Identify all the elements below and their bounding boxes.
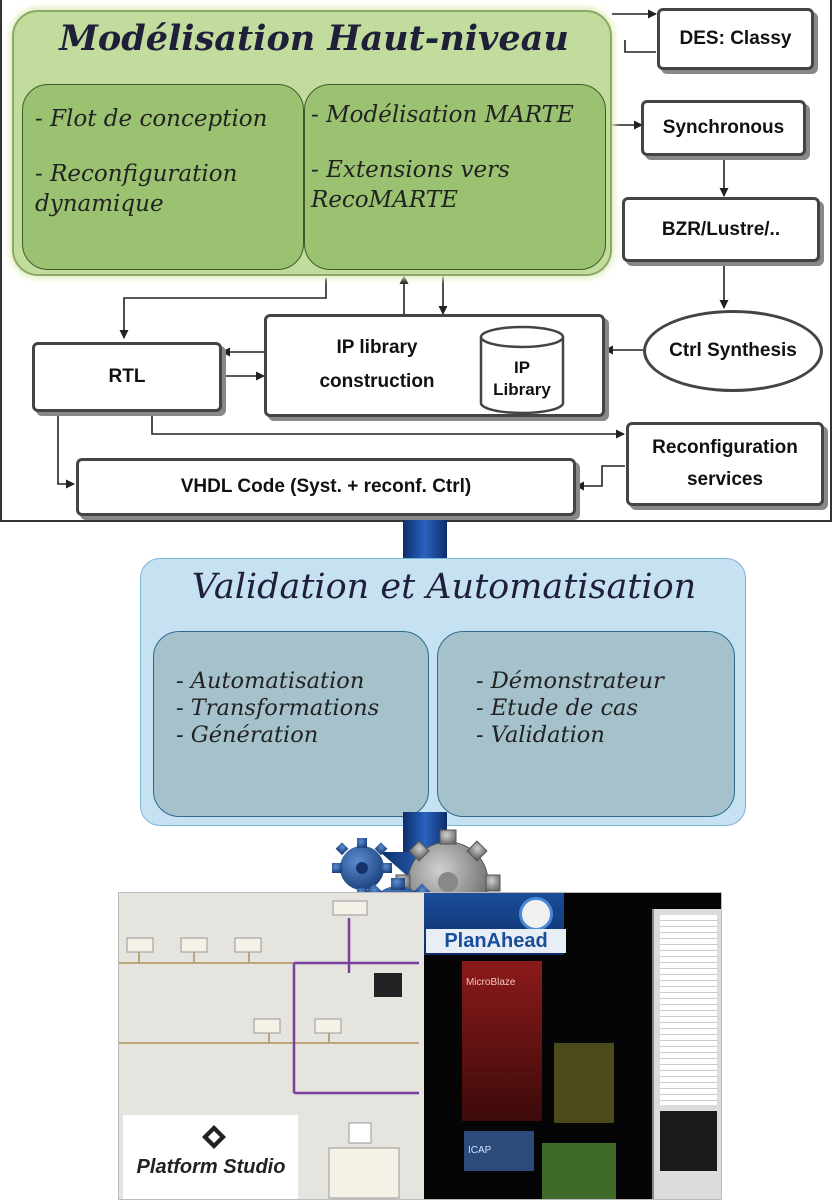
ctrl-synthesis-ellipse: Ctrl Synthesis	[643, 310, 823, 392]
automation-item: - Automatisation	[176, 668, 365, 694]
case-study-item: - Etude de cas	[476, 695, 639, 721]
ip-library-construction-box: IP library construction IP Library	[264, 314, 605, 417]
recomarte-item: - Extensions vers	[311, 157, 510, 184]
validation-item: - Validation	[476, 722, 605, 748]
automation-box: - Automatisation - Transformations - Gén…	[153, 631, 429, 817]
microblaze-region: MicroBlaze	[462, 961, 542, 1121]
reconfiguration-item: - Reconfiguration	[35, 161, 238, 188]
ip-library-cylinder-label-2: Library	[493, 380, 551, 399]
planahead-side-panel	[652, 909, 721, 1199]
ip-library-construction-label: IP library construction	[319, 337, 435, 392]
marte-modeling-box: - Modélisation MARTE - Extensions vers R…	[304, 84, 606, 270]
gear-blue-small	[332, 838, 392, 898]
system-region	[554, 1043, 614, 1123]
platform-studio-logo-icon	[202, 1125, 226, 1149]
validation-panel: Validation et Automatisation - Automatis…	[140, 558, 746, 826]
design-flow-item: - Flot de conception	[35, 106, 268, 132]
synchronous-box: Synchronous	[641, 100, 806, 156]
platform-studio-label: Platform Studio	[137, 1156, 286, 1178]
recomarte-item-cont: RecoMARTE	[311, 186, 458, 213]
bzr-lustre-box: BZR/Lustre/..	[622, 197, 820, 262]
flow-connectors	[57, 9, 729, 491]
generation-item: - Génération	[176, 722, 319, 748]
green-region	[542, 1143, 616, 1199]
ip-library-cylinder: IP Library	[479, 325, 565, 415]
tools-screenshot: Platform Studio PlanAhead MicroBlaze ICA…	[118, 892, 722, 1200]
demonstrator-item: - Démonstrateur	[476, 668, 664, 694]
planahead-view: PlanAhead MicroBlaze ICAP	[424, 893, 721, 1199]
icap-region: ICAP	[464, 1131, 534, 1171]
rtl-box: RTL	[32, 342, 222, 412]
validation-title: Validation et Automatisation	[191, 567, 697, 607]
reconfiguration-services-box: Reconfiguration services	[626, 422, 824, 506]
ip-library-cylinder-label-1: IP	[514, 358, 530, 377]
transformations-item: - Transformations	[176, 695, 380, 721]
demonstrator-box: - Démonstrateur - Etude de cas - Validat…	[437, 631, 735, 817]
vhdl-code-box: VHDL Code (Syst. + reconf. Ctrl)	[76, 458, 576, 516]
des-classy-box: DES: Classy	[657, 8, 814, 70]
marte-modeling-item: - Modélisation MARTE	[311, 102, 574, 128]
design-flow-box: - Flot de conception - Reconfiguration d…	[22, 84, 304, 270]
planahead-label: PlanAhead	[426, 929, 566, 953]
high-level-modeling-panel: Modélisation Haut-niveau - Flot de conce…	[12, 10, 612, 276]
planahead-logo-icon	[519, 897, 553, 931]
platform-studio-diagram: Platform Studio	[119, 893, 424, 1199]
reconfiguration-item-cont: dynamique	[35, 190, 164, 217]
high-level-title: Modélisation Haut-niveau	[59, 18, 569, 59]
